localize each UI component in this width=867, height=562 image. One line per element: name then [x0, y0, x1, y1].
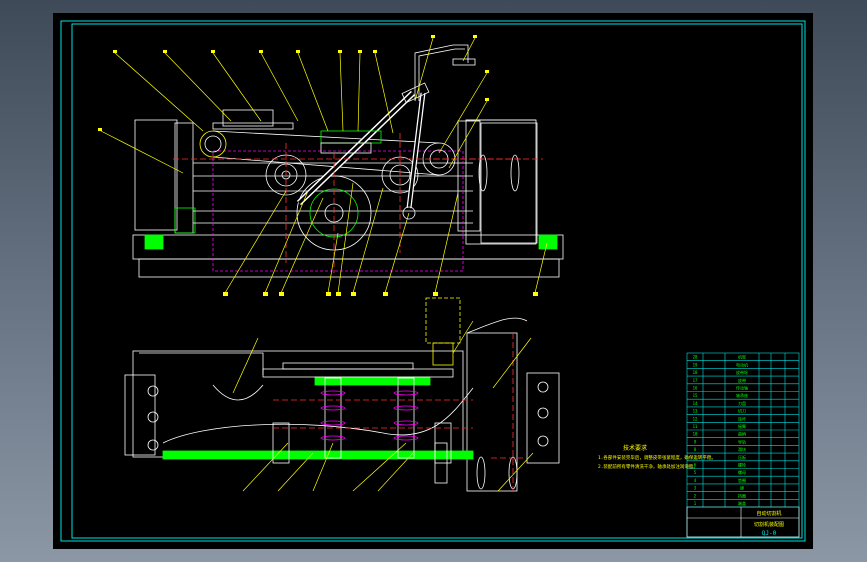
parts-list-item: 键	[740, 485, 744, 491]
drawing-number: QJ-0	[762, 530, 777, 537]
parts-list-index: 20	[693, 355, 698, 360]
plan-view	[124, 297, 560, 493]
parts-list-index: 6	[694, 463, 697, 468]
front-view	[132, 44, 564, 278]
parts-list-item: 螺栓	[738, 462, 746, 468]
title-block: 自动切割机 切割机装配图 QJ-0	[754, 510, 784, 537]
parts-list-item: 轴承座	[736, 392, 748, 398]
parts-list-index: 5	[694, 470, 697, 475]
parts-list-index: 11	[693, 424, 698, 429]
parts-list-item: 皮带	[738, 377, 746, 383]
drawing-name: 切割机装配图	[754, 521, 784, 528]
parts-list-index: 4	[694, 478, 697, 483]
note-1: 1.各部件安装完毕后，调整皮带张紧程度，确保运转平稳。	[598, 454, 716, 461]
parts-list-item: 连杆	[738, 415, 746, 421]
front-view-leaders	[100, 37, 548, 294]
parts-list-index: 16	[693, 386, 698, 391]
project-title: 自动切割机	[756, 510, 781, 517]
parts-list-index: 2	[694, 493, 697, 498]
parts-list-item: 刀盘	[738, 400, 746, 406]
parts-list-item: 压板	[738, 454, 746, 460]
parts-list-index: 15	[693, 393, 698, 398]
parts-list-item: 电动机	[736, 361, 748, 367]
parts-list-item: 传动轴	[736, 385, 748, 391]
motor-housing	[134, 119, 178, 231]
parts-list-index: 7	[694, 455, 697, 460]
parts-list-item: 挡圈	[738, 492, 746, 498]
parts-list-index: 9	[694, 439, 697, 444]
parts-list-item: 垫圈	[738, 477, 746, 483]
cad-drawing: 技术要求 1.各部件安装完毕后，调整皮带张紧程度，确保运转平稳。 2.装配前所有…	[60, 20, 806, 542]
parts-list-item: 曲柄	[738, 431, 746, 437]
parts-list-index: 19	[693, 362, 698, 367]
note-2: 2.装配前所有零件清洗干净，轴承处加注润滑脂。	[598, 463, 698, 470]
parts-list-index: 18	[693, 370, 698, 375]
parts-list-item: 端盖	[738, 500, 746, 506]
plan-view-leaders	[232, 320, 534, 492]
parts-list-index: 12	[693, 416, 698, 421]
parts-list-item: 螺母	[738, 469, 746, 475]
parts-list-index: 17	[693, 378, 698, 383]
notes-title: 技术要求	[623, 444, 647, 452]
parts-list-index: 3	[694, 486, 697, 491]
parts-list-item: 机架	[738, 354, 746, 360]
parts-list-index: 13	[693, 409, 698, 414]
parts-list-index: 14	[693, 401, 698, 406]
technical-notes: 技术要求 1.各部件安装完毕后，调整皮带张紧程度，确保运转平稳。 2.装配前所有…	[598, 444, 716, 470]
outer-border	[60, 20, 806, 542]
parts-list-index: 10	[693, 432, 698, 437]
drawing-sheet: 技术要求 1.各部件安装完毕后，调整皮带张紧程度，确保运转平稳。 2.装配前所有…	[53, 13, 813, 549]
parts-list-item: 摇臂	[738, 423, 746, 429]
parts-list-item: 滑块	[738, 446, 746, 452]
inner-border	[71, 23, 803, 539]
parts-list-index: 1	[694, 501, 697, 506]
parts-list-index: 8	[694, 447, 697, 452]
parts-list-item: 切刀	[738, 408, 746, 414]
parts-list-item: 皮带轮	[736, 369, 748, 375]
front-view-balloons	[98, 35, 538, 296]
parts-list-item: 导轨	[738, 438, 746, 444]
